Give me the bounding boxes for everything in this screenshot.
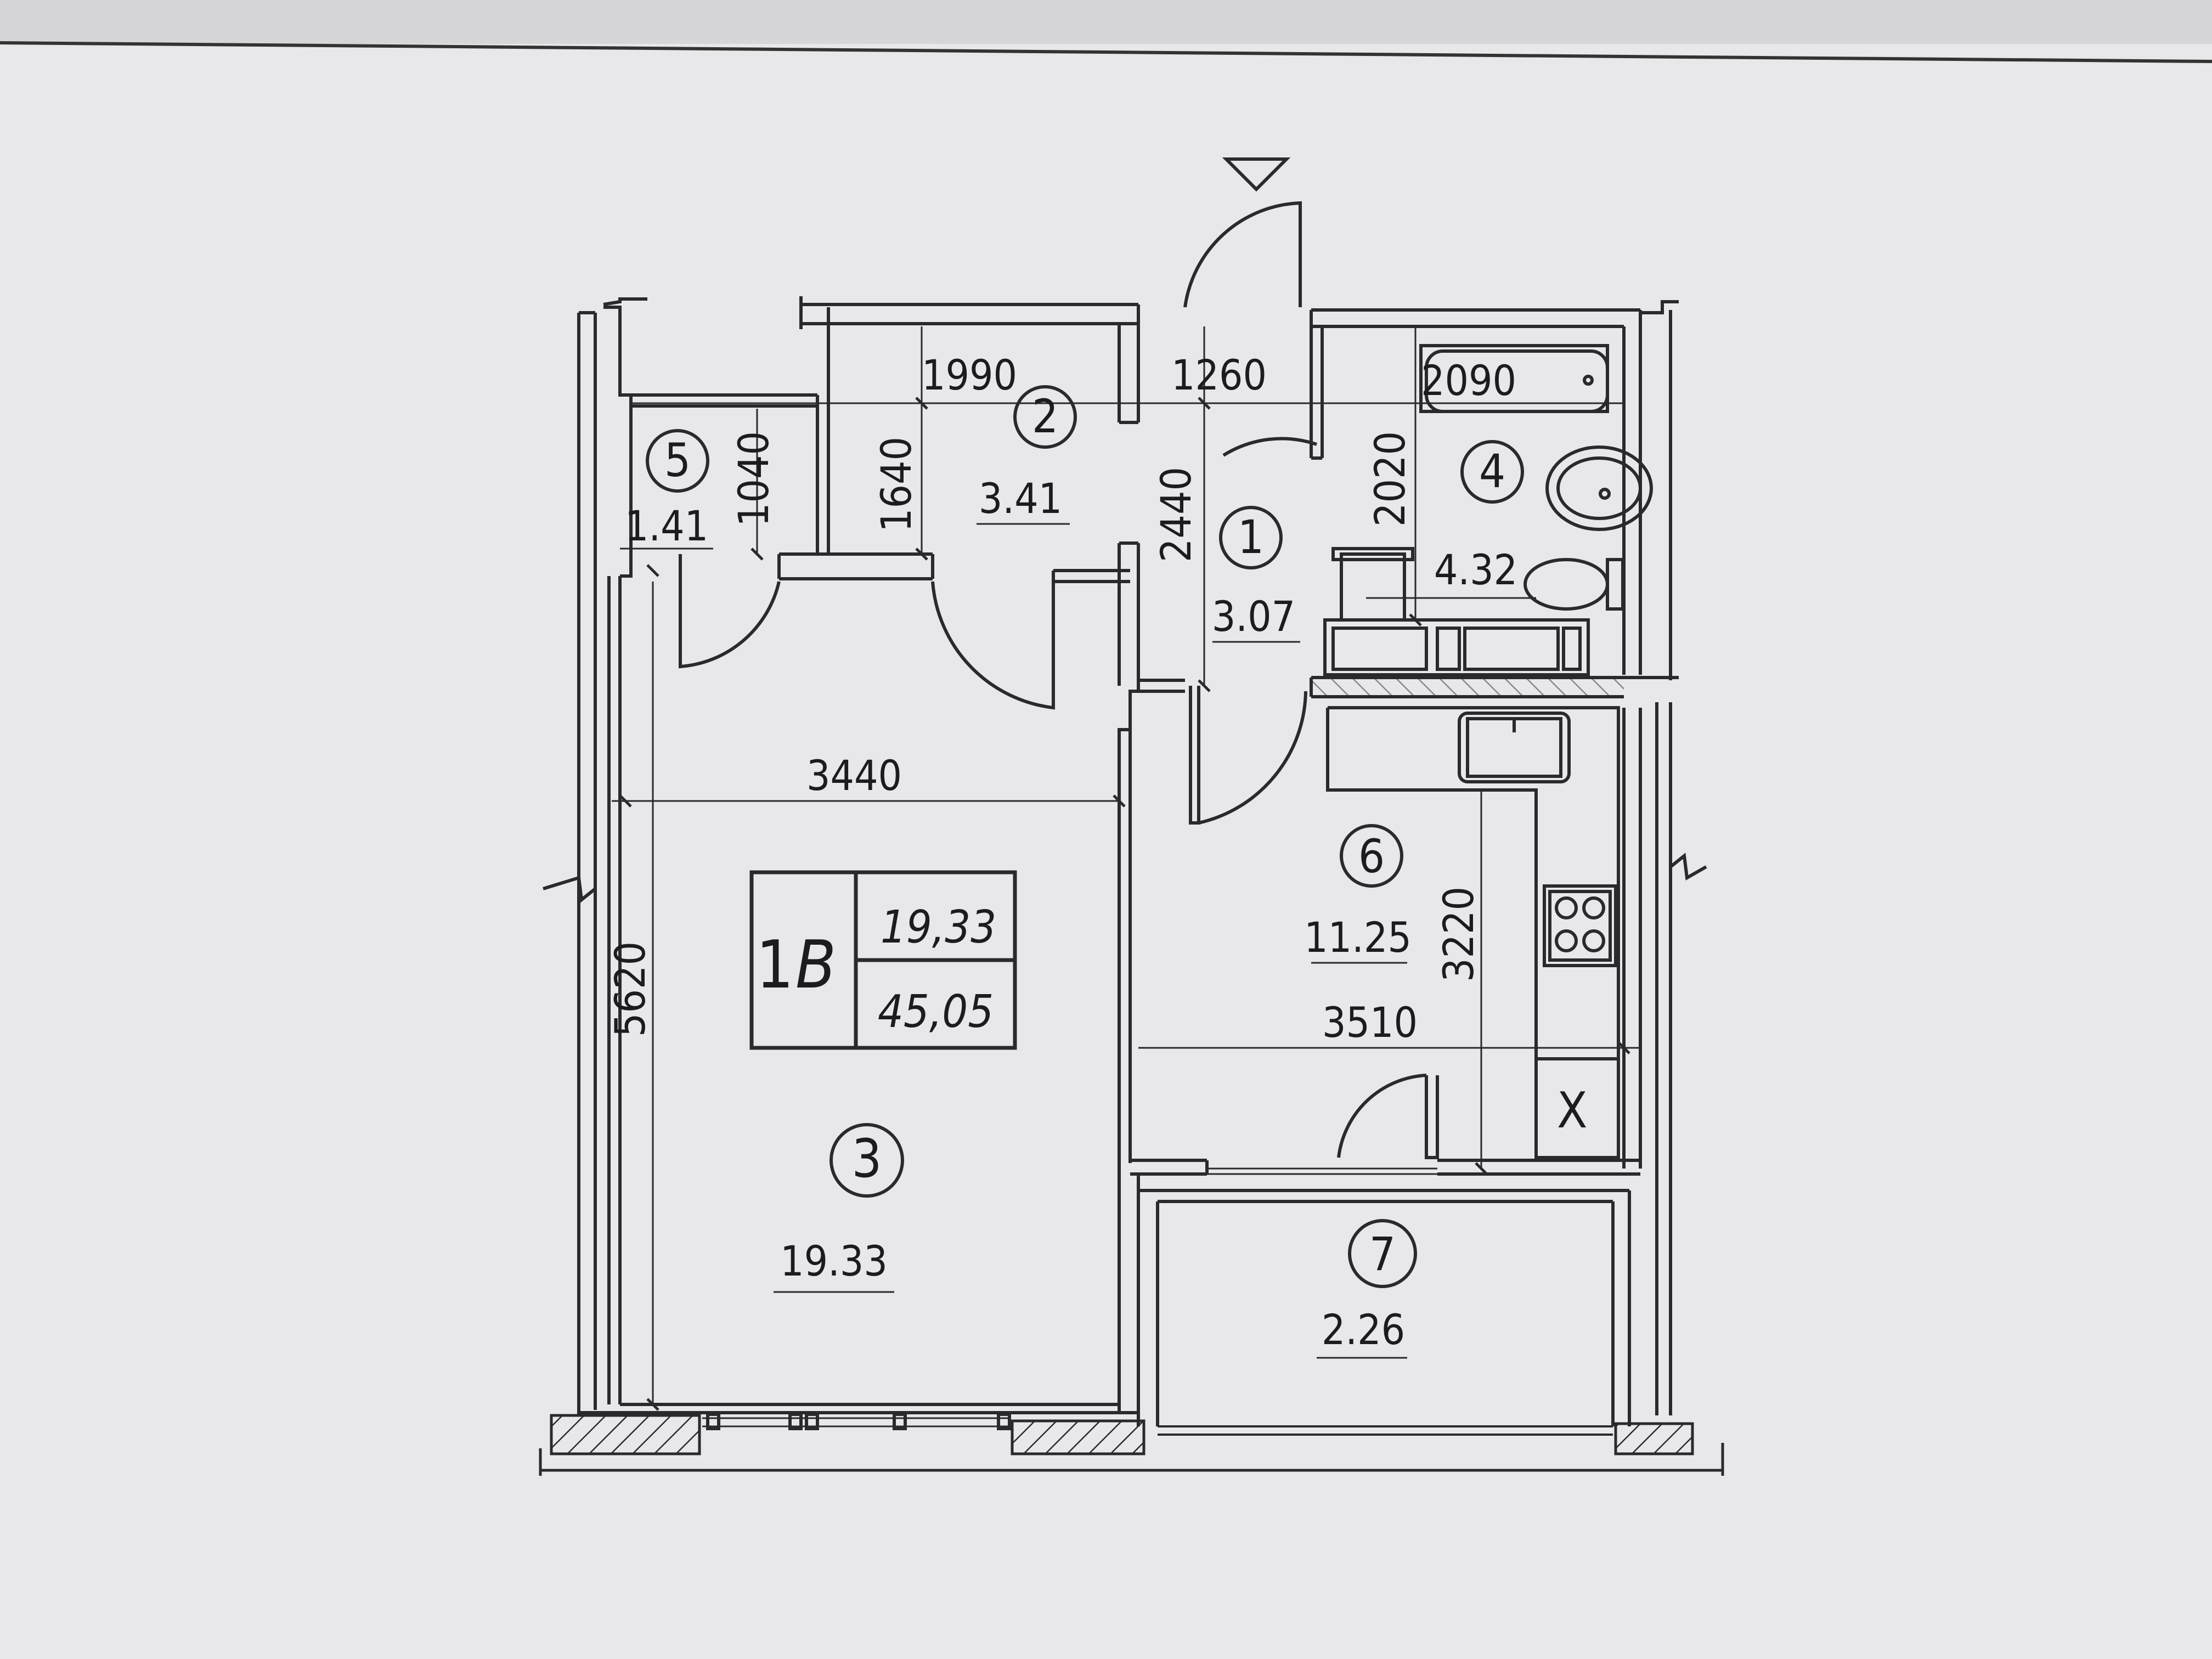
room-area-5: 1.41	[625, 501, 708, 550]
room-circle-5	[646, 429, 709, 493]
room-circle-1	[1219, 506, 1283, 569]
room-area-7: 2.26	[1322, 1305, 1405, 1354]
dim-kitchen-width: 3510	[1322, 998, 1418, 1047]
hatched-wall-kitchen-top	[1311, 679, 1624, 696]
room-number-3: 3	[852, 1128, 882, 1189]
apartment-living-area: 19,33	[881, 901, 996, 953]
hatched-wall-left	[550, 1414, 701, 1455]
room-number-2: 2	[1032, 390, 1058, 443]
room-number-5: 5	[664, 433, 691, 487]
dim-bath-width: 2090	[1421, 356, 1516, 405]
apartment-type: B	[795, 927, 836, 1003]
area-underlines	[620, 523, 1536, 1359]
room-circle-6	[1340, 824, 1403, 888]
room-area-3: 19.33	[780, 1237, 888, 1285]
entrance-marker-icon	[1222, 157, 1291, 192]
plan-linework	[539, 157, 1724, 1476]
dim-hall-width: 1990	[922, 351, 1017, 399]
room-circle-3	[830, 1123, 904, 1198]
room-circle-7	[1348, 1219, 1417, 1288]
kitchen-cabinet-mark: X	[1557, 1082, 1587, 1139]
room-number-1: 1	[1238, 510, 1264, 564]
hatched-wall-right	[1614, 1422, 1694, 1455]
dim-living-width: 3440	[806, 751, 902, 800]
room-circle-2	[1013, 385, 1077, 449]
dim-bath-depth: 2020	[1365, 431, 1414, 527]
dim-corridor-depth: 1640	[872, 437, 921, 532]
apartment-total-area: 45,05	[878, 986, 994, 1038]
hatched-wall-middle	[1011, 1419, 1146, 1455]
room-number-6: 6	[1358, 830, 1385, 883]
apartment-rooms-count: 1	[756, 927, 794, 1003]
room-circle-4	[1460, 440, 1524, 504]
room-area-2: 3.41	[979, 474, 1062, 523]
paper-sheet	[0, 44, 2212, 1659]
room-area-1: 3.07	[1212, 592, 1295, 641]
dim-closet-depth: 1040	[729, 431, 778, 527]
dim-kitchen-depth: 3220	[1434, 887, 1483, 982]
dimension-ticks	[619, 397, 1630, 1411]
sheet-top-edge	[0, 41, 2212, 63]
room-area-4: 4.32	[1434, 545, 1517, 594]
dim-living-length: 5620	[606, 941, 654, 1037]
dim-entry-width: 1260	[1171, 351, 1267, 399]
dim-entry-length: 2440	[1152, 467, 1200, 562]
dimension-lines	[612, 326, 1640, 1404]
room-area-6: 11.25	[1304, 913, 1412, 962]
room-number-7: 7	[1369, 1227, 1396, 1281]
room-number-4: 4	[1479, 444, 1505, 498]
